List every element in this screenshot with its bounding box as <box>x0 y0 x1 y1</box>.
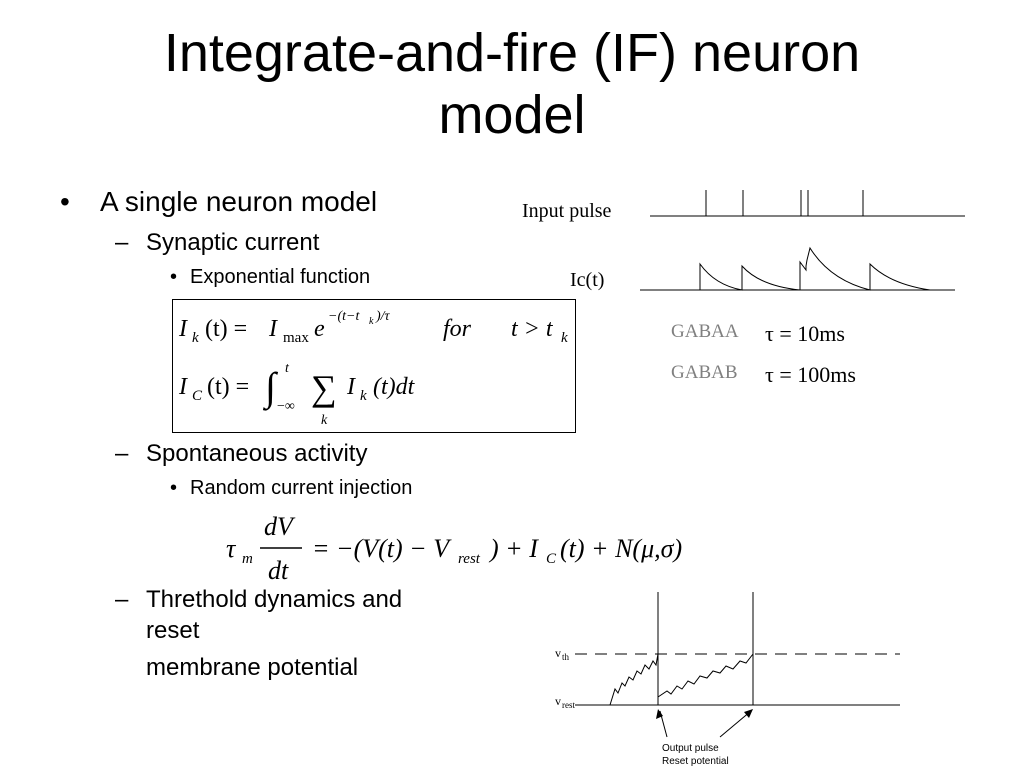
membrane-potential-diagram: v th v rest Output pulse Reset potential <box>555 592 900 767</box>
synaptic-formulas: I k (t) = I max e −(t−t k )/τ for t > t … <box>178 309 568 428</box>
gabaa-label: GABAA <box>671 321 739 342</box>
bullet-single-neuron-model: A single neuron model <box>100 186 378 217</box>
ic-args: (t) = <box>207 374 249 400</box>
eq-tau-sub: m <box>242 551 253 567</box>
ik-args: (t) = <box>205 316 247 342</box>
gabab-label: GABAB <box>671 362 738 383</box>
input-pulse-label: Input pulse <box>522 200 612 222</box>
gabab-tau: τ = 100ms <box>765 362 856 387</box>
eq-rhs1: = −(V(t) − V <box>312 534 452 563</box>
ik-exp: −(t−t <box>328 309 360 324</box>
bullet-level1: • <box>60 186 70 217</box>
ic-term: I <box>346 374 356 400</box>
eq-rest: rest <box>458 551 481 567</box>
ik-exp-end: )/τ <box>375 309 391 324</box>
ic-sum: ∑ <box>311 368 337 408</box>
ic-lower: −∞ <box>277 399 295 414</box>
bullet-exponential: • <box>170 266 178 288</box>
gabaa-tau: τ = 10ms <box>765 321 845 346</box>
arrowhead-2 <box>744 709 753 718</box>
caption-reset-potential: Reset potential <box>662 756 729 767</box>
eq-rhs3: (t) + N(μ,σ) <box>560 534 682 563</box>
item-threshold-line1: Threthold dynamics and <box>146 586 403 613</box>
dash-spontaneous: – <box>115 440 129 467</box>
item-threshold-line2: reset <box>146 617 200 644</box>
eq-den: dt <box>268 556 289 585</box>
eq-num: dV <box>264 512 296 541</box>
input-spikes <box>705 190 864 216</box>
vth-sub: th <box>562 652 570 662</box>
vth-label: v <box>555 646 561 660</box>
title-line-1: Integrate-and-fire (IF) neuron <box>163 23 861 83</box>
ik-sub: k <box>192 330 199 346</box>
item-random-current-injection: Random current injection <box>190 477 413 499</box>
ik-exp-sub: k <box>369 316 374 327</box>
synaptic-formula-box: I k (t) = I max e −(t−t k )/τ for t > t … <box>172 299 576 433</box>
ic-term-sub: k <box>360 388 367 404</box>
item-synaptic-current: Synaptic current <box>146 229 320 256</box>
arrow-2 <box>719 710 752 738</box>
ik-imax-sub: max <box>283 330 309 346</box>
bullet-random: • <box>170 477 178 499</box>
ik-e: e <box>314 316 325 342</box>
dash-threshold: – <box>115 586 129 613</box>
ic-label: Ic(t) <box>570 269 604 291</box>
item-exponential-function: Exponential function <box>190 266 371 288</box>
ic-sum-sub: k <box>321 413 328 428</box>
title-line-2: model <box>438 85 586 145</box>
item-spontaneous-activity: Spontaneous activity <box>146 440 368 467</box>
input-pulse-diagram: Input pulse Ic(t) <box>522 190 965 291</box>
eq-sub-c: C <box>546 551 557 567</box>
vrest-sub: rest <box>562 700 575 710</box>
formula-ik: I k (t) = I max e −(t−t k )/τ for t > t … <box>178 309 568 346</box>
ik-for: for <box>443 316 472 342</box>
eq-tau: τ <box>226 534 237 563</box>
ik-lhs: I <box>178 316 188 342</box>
ik-cond: t > t <box>511 316 554 342</box>
ic-term-end: (t)dt <box>373 374 416 400</box>
item-membrane-potential: membrane potential <box>146 654 359 681</box>
ic-trace <box>699 246 931 291</box>
eq-rhs2: ) + I <box>488 534 539 563</box>
ic-sub: C <box>192 388 203 404</box>
vrest-label: v <box>555 694 561 708</box>
ik-cond-sub: k <box>561 330 568 346</box>
ik-imax: I <box>268 316 278 342</box>
formula-ic: I C (t) = ∫ t −∞ ∑ k I k (t)dt <box>178 361 416 428</box>
membrane-equation: τ m dV dt = −(V(t) − V rest ) + I C (t) … <box>226 512 682 585</box>
ic-upper: t <box>285 361 290 376</box>
ic-lhs: I <box>178 374 188 400</box>
potential-trace-1 <box>609 653 659 706</box>
ic-integral: ∫ <box>262 364 279 411</box>
arrowhead-1 <box>656 709 663 719</box>
dash-synaptic: – <box>115 229 129 256</box>
caption-output-pulse: Output pulse <box>662 743 719 754</box>
slide-title: Integrate-and-fire (IF) neuron model <box>0 22 1024 146</box>
potential-trace-2 <box>657 653 754 698</box>
